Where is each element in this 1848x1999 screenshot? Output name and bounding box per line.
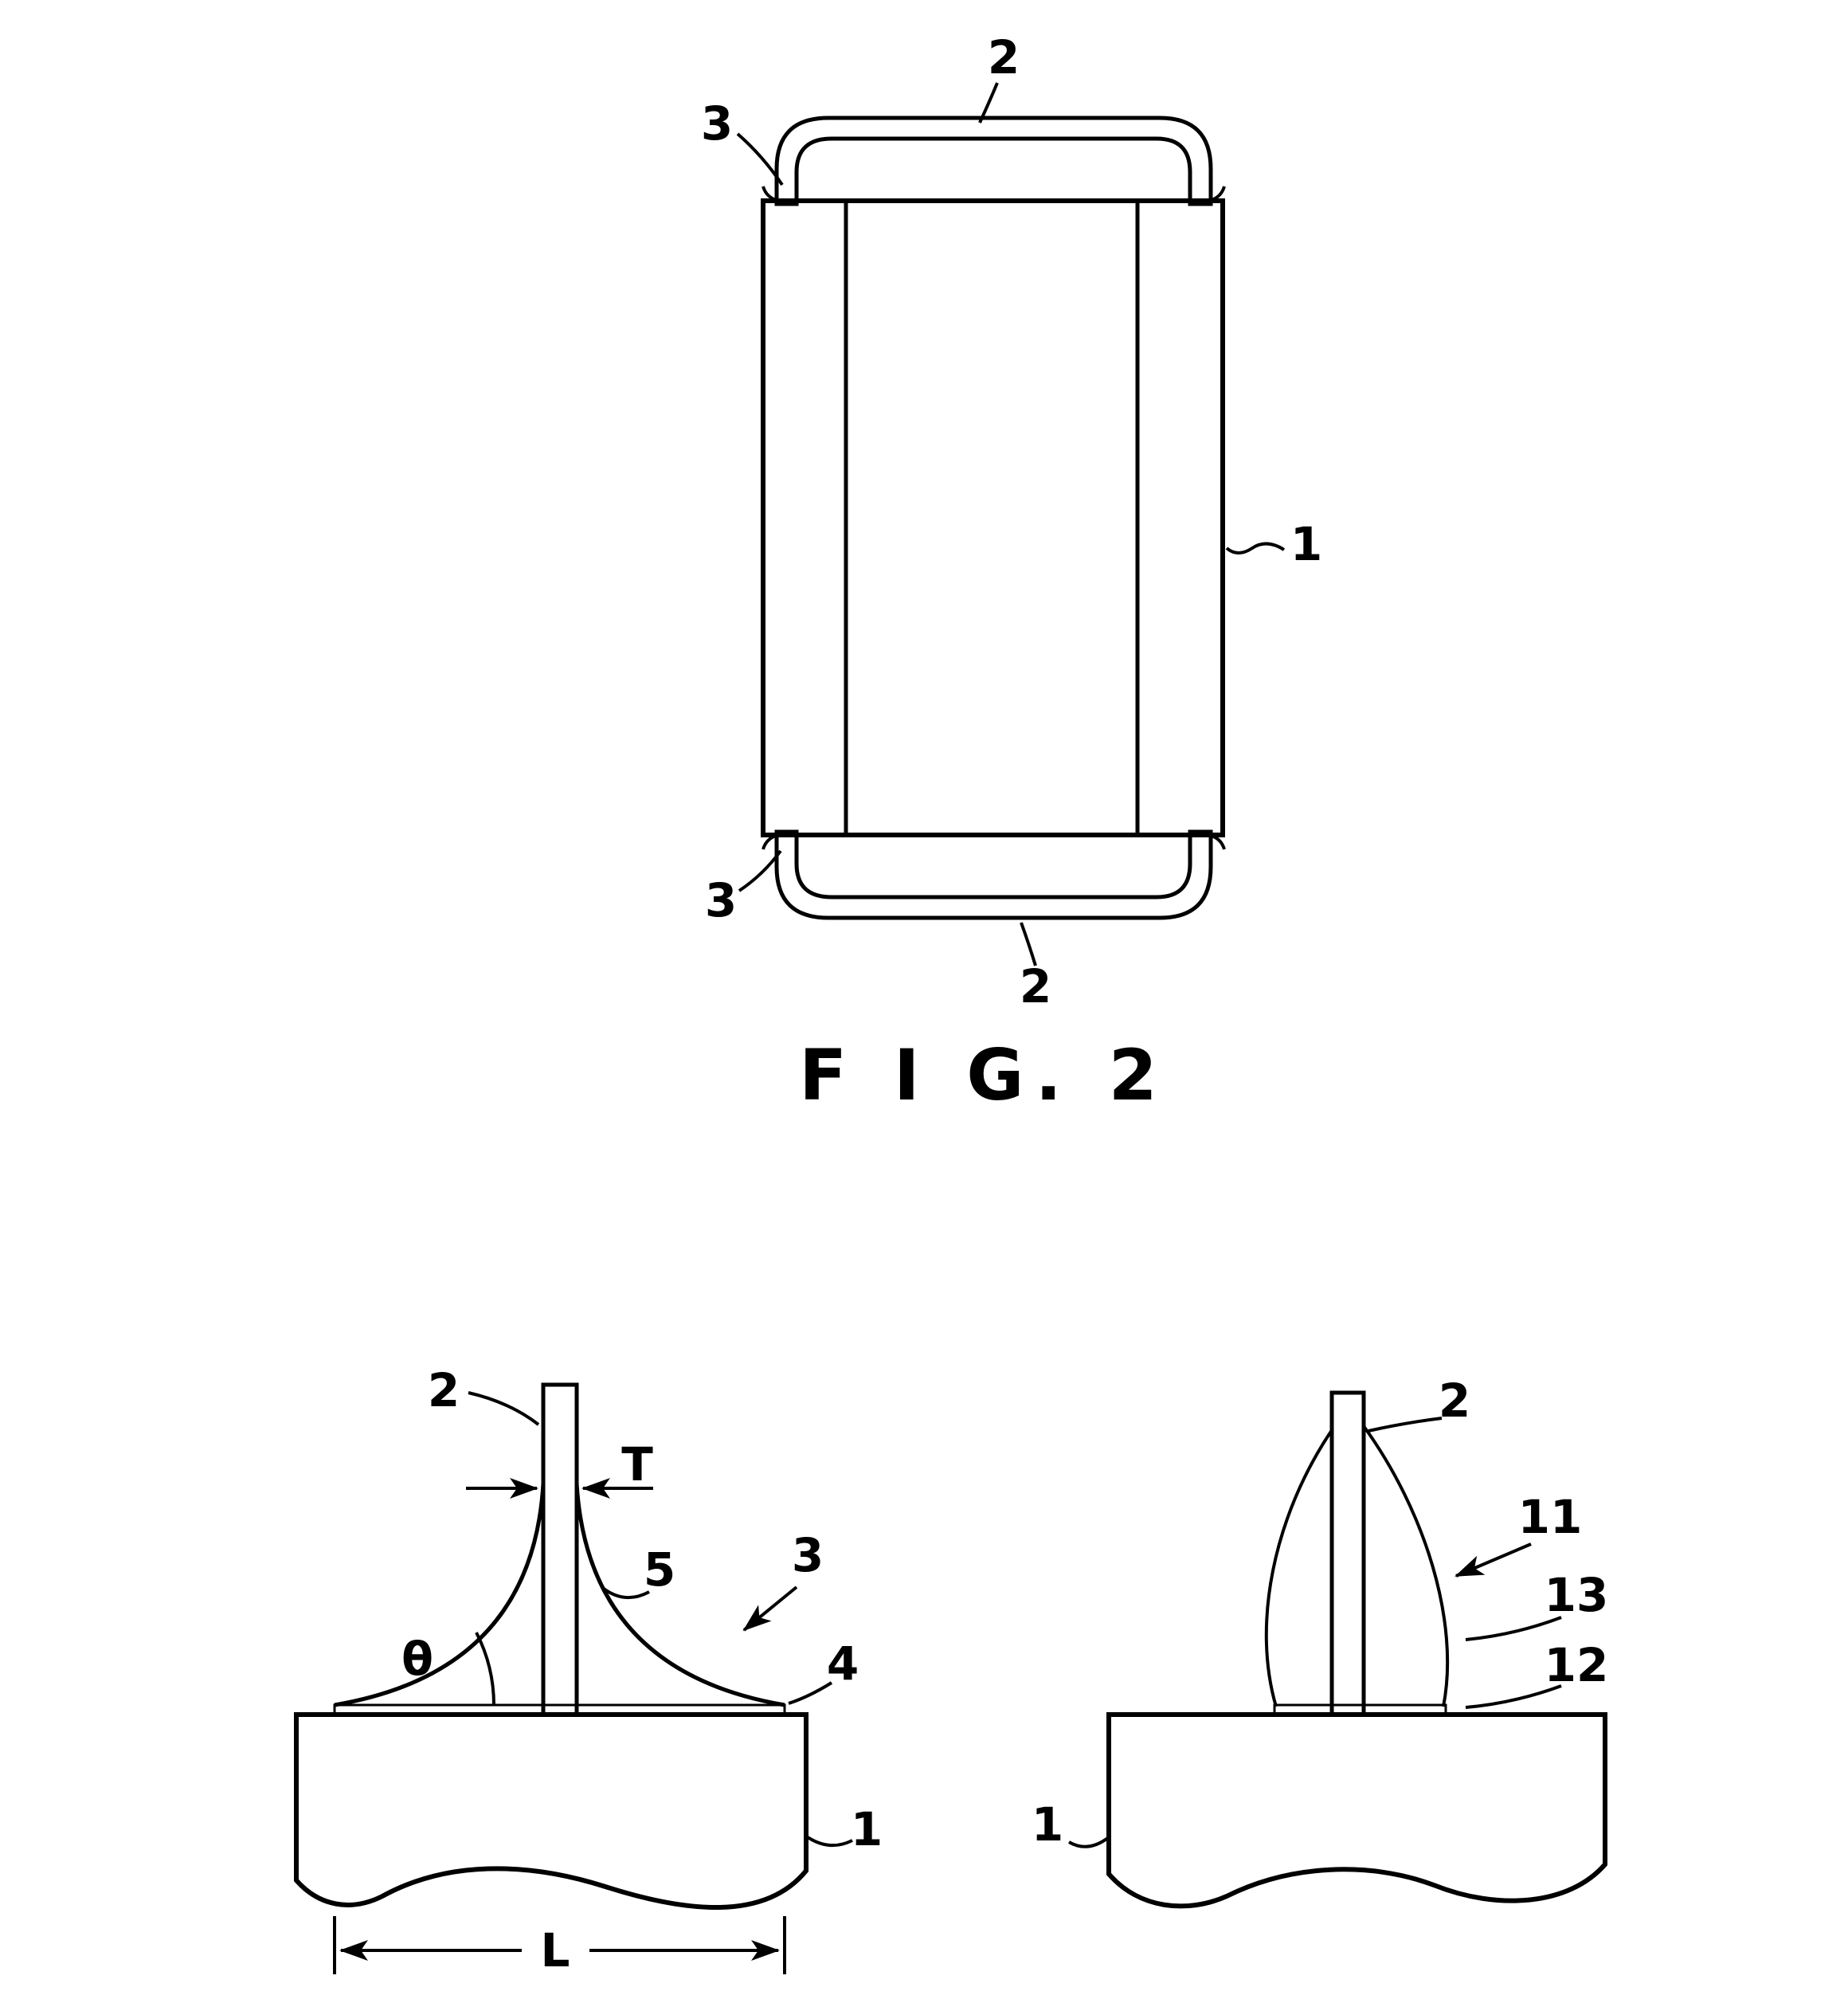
- leader-corner-top: [736, 132, 784, 186]
- coating-outline-left: [1264, 1429, 1333, 1707]
- label-fillet-surface: 5: [644, 1542, 675, 1597]
- label-substrate-right: 1: [1032, 1797, 1063, 1852]
- contact-angle-arc: [475, 1632, 495, 1706]
- substrate-right: [1106, 1712, 1607, 1909]
- fillet-curve-right: [574, 1483, 785, 1707]
- leader-electrode-top: [978, 82, 999, 123]
- leader-coating-inner: [1465, 1616, 1562, 1641]
- coating-outline-right: [1362, 1425, 1450, 1707]
- label-electrode-right-detail: 2: [1439, 1374, 1470, 1428]
- fillet-curve-left: [334, 1483, 546, 1707]
- leader-land-layer-left: [788, 1681, 833, 1705]
- leader-fillet-arrow: [742, 1585, 798, 1632]
- substrate-left: [294, 1712, 808, 1911]
- label-contact-angle: θ: [401, 1632, 433, 1686]
- bottom-electrode-cap: [774, 829, 1213, 920]
- leader-corner-bottom: [738, 849, 782, 892]
- leader-coating-arrow: [1455, 1542, 1532, 1578]
- label-electrode-bottom: 2: [1020, 959, 1051, 1013]
- chip-body-left-hatch: [761, 198, 848, 837]
- label-electrode-left-detail: 2: [428, 1363, 460, 1417]
- label-body: 1: [1290, 517, 1322, 571]
- leader-fillet-surface: [602, 1587, 650, 1600]
- label-corner-top: 3: [701, 96, 733, 151]
- detail-left-drawing: 2 T 5 3 4 θ 1 L: [294, 1363, 883, 1977]
- cap-curl-bottom-right: [1208, 833, 1226, 850]
- chip-body-right-hatch: [1135, 198, 1225, 837]
- figure-caption: F I G. 2: [799, 1034, 1169, 1116]
- label-electrode-top: 2: [988, 30, 1020, 84]
- leader-substrate-left: [806, 1836, 853, 1847]
- label-corner-bottom: 3: [705, 873, 737, 927]
- detail-right-drawing: 2 11 13 12 1: [1032, 1374, 1609, 1909]
- label-thickness: T: [621, 1437, 653, 1491]
- label-fillet: 3: [792, 1528, 824, 1582]
- leader-substrate-right: [1067, 1836, 1110, 1848]
- label-coating: 11: [1518, 1490, 1583, 1544]
- cap-curl-top-left: [762, 186, 779, 202]
- leader-electrode-left-detail: [468, 1391, 540, 1426]
- top-electrode-cap: [774, 116, 1213, 206]
- fig2-drawing: 2 3 1 3 2 F I G. 2: [701, 30, 1322, 1116]
- chip-body-outline: [761, 198, 1225, 837]
- electrode-strip-left: [541, 1382, 579, 1717]
- label-land-layer-left: 4: [827, 1636, 859, 1691]
- label-coating-inner: 13: [1545, 1568, 1609, 1622]
- label-land-layer-right: 12: [1545, 1638, 1609, 1692]
- leader-land-layer-right: [1465, 1684, 1562, 1709]
- electrode-strip-right: [1329, 1390, 1366, 1717]
- label-substrate-left: 1: [851, 1802, 883, 1856]
- cap-curl-bottom-left: [762, 833, 779, 850]
- leader-electrode-bottom: [1020, 922, 1037, 966]
- label-land-length: L: [541, 1923, 570, 1977]
- cap-curl-top-right: [1208, 186, 1226, 202]
- leader-electrode-right-detail: [1368, 1417, 1443, 1433]
- leader-body: [1225, 542, 1286, 555]
